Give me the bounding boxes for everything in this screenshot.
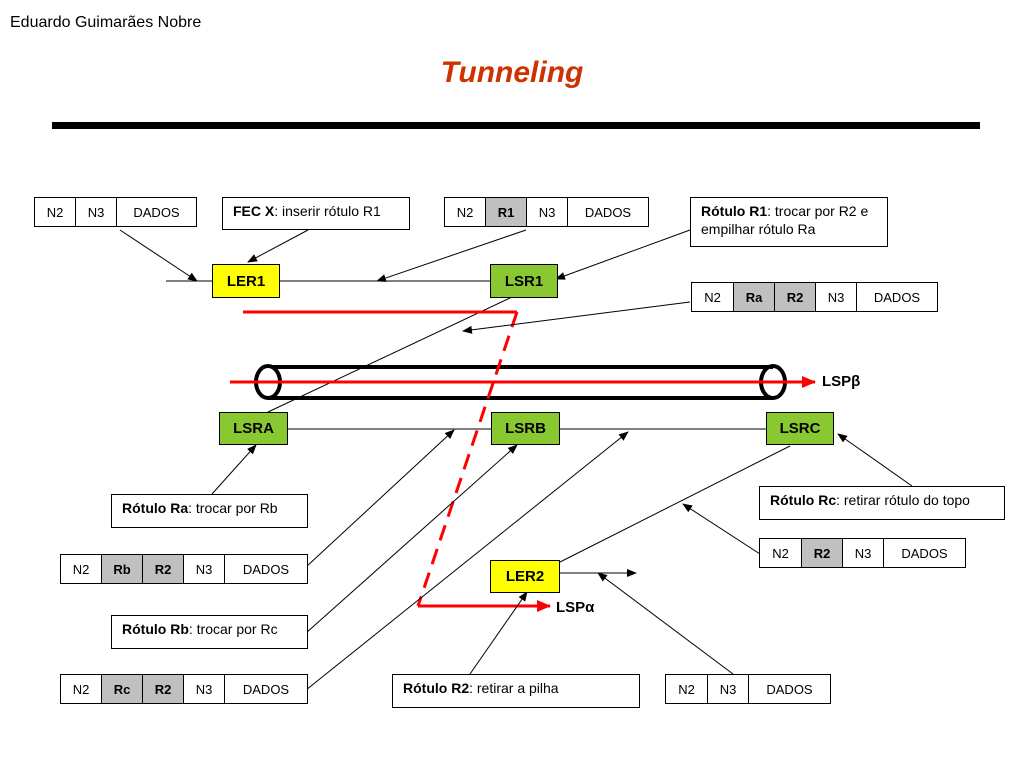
note-rotulo-ra-text: : trocar por Rb <box>188 500 278 516</box>
cell-n2: N2 <box>678 681 695 697</box>
note-rotulo-r1: Rótulo R1: trocar por R2 e empilhar rótu… <box>690 197 888 247</box>
cell-n2: N2 <box>46 204 64 220</box>
lsp-alpha-dash <box>416 311 519 607</box>
arrow-ra-to-lsra <box>211 444 257 495</box>
note-rotulo-rc-text: : retirar rótulo do topo <box>836 492 970 508</box>
note-rotulo-ra-title: Rótulo Ra <box>122 500 189 516</box>
arrow-p7-to-link <box>597 572 734 675</box>
note-rotulo-r1-title: Rótulo R1 <box>701 203 768 219</box>
router-ler2: LER2 <box>490 560 560 593</box>
packet-ingress: N2 N3 DADOS <box>34 197 197 227</box>
note-rotulo-rc-title: Rótulo Rc <box>770 492 837 508</box>
note-rotulo-r2: Rótulo R2: retirar a pilha <box>392 674 640 708</box>
arrow-fecx-to-ler1 <box>247 229 309 263</box>
arrow-rb-to-lsrb <box>305 444 518 634</box>
cell-n3: N3 <box>842 539 883 567</box>
note-rotulo-r1-text: : trocar por R2 e empilhar rótulo Ra <box>701 203 869 237</box>
link-lsrc-ler2 <box>559 445 791 563</box>
arrow-p6-to-link <box>682 503 761 555</box>
lsp-alpha-label: LSPα <box>556 599 595 616</box>
cell-label-r1: R1 <box>485 198 526 226</box>
arrow-p1-to-ler1 <box>119 229 198 282</box>
cell-label-rc: Rc <box>101 675 142 703</box>
cell-dados: DADOS <box>224 555 307 583</box>
cell-n2: N2 <box>72 561 90 577</box>
cell-dados: DADOS <box>224 675 307 703</box>
cell-n3: N3 <box>75 198 116 226</box>
note-rotulo-rb-text: : trocar por Rc <box>188 621 278 637</box>
link-lsr1-lsra <box>267 297 511 413</box>
cell-dados: DADOS <box>748 675 830 703</box>
arrow-p4-to-link <box>305 429 455 568</box>
arrow-r1-to-lsr1 <box>555 229 691 280</box>
router-lsra: LSRA <box>219 412 288 445</box>
cell-dados: DADOS <box>567 198 648 226</box>
arrow-p3-to-link <box>462 301 691 334</box>
cell-label-r2: R2 <box>774 283 815 311</box>
note-rotulo-rc: Rótulo Rc: retirar rótulo do topo <box>759 486 1005 520</box>
cell-dados: DADOS <box>116 198 196 226</box>
cell-n2: N2 <box>704 289 721 305</box>
cell-n3: N3 <box>707 675 748 703</box>
cell-label-r2: R2 <box>142 675 183 703</box>
note-fec-x-title: FEC X <box>233 203 275 219</box>
router-lsrb: LSRB <box>491 412 560 445</box>
slide-title: Tunneling <box>440 56 584 89</box>
cell-n3: N3 <box>815 283 856 311</box>
router-lsrc: LSRC <box>766 412 834 445</box>
router-lsr1: LSR1 <box>490 264 558 298</box>
cell-label-r2: R2 <box>801 539 842 567</box>
arrow-r2-to-ler2 <box>469 591 528 675</box>
router-ler1: LER1 <box>212 264 280 298</box>
packet-egress: N2 N3 DADOS <box>665 674 831 704</box>
note-rotulo-ra: Rótulo Ra: trocar por Rb <box>111 494 308 528</box>
cell-n3: N3 <box>183 675 224 703</box>
note-fec-x: FEC X: inserir rótulo R1 <box>222 197 410 230</box>
cell-label-ra: Ra <box>733 283 774 311</box>
cell-n3: N3 <box>183 555 224 583</box>
note-rotulo-r2-text: : retirar a pilha <box>469 680 559 696</box>
packet-rc-r2: N2 Rc R2 N3 DADOS <box>60 674 308 704</box>
cell-n2: N2 <box>72 681 90 697</box>
cell-dados: DADOS <box>856 283 937 311</box>
cell-label-r2: R2 <box>142 555 183 583</box>
arrow-rc-to-lsrc <box>837 433 913 487</box>
note-rotulo-rb: Rótulo Rb: trocar por Rc <box>111 615 308 649</box>
cell-n2: N2 <box>456 204 474 220</box>
cell-label-rb: Rb <box>101 555 142 583</box>
note-rotulo-r2-title: Rótulo R2 <box>403 680 470 696</box>
title-divider <box>52 122 980 129</box>
packet-r2: N2 R2 N3 DADOS <box>759 538 966 568</box>
author-name: Eduardo Guimarães Nobre <box>10 14 202 31</box>
note-fec-x-text: : inserir rótulo R1 <box>274 203 381 219</box>
lsp-beta-label: LSPβ <box>822 373 861 390</box>
packet-r1: N2 R1 N3 DADOS <box>444 197 649 227</box>
cell-n3: N3 <box>526 198 567 226</box>
cell-n2: N2 <box>772 545 789 561</box>
arrow-p2-to-link <box>376 229 527 282</box>
packet-ra-r2: N2 Ra R2 N3 DADOS <box>691 282 938 312</box>
packet-rb-r2: N2 Rb R2 N3 DADOS <box>60 554 308 584</box>
cell-dados: DADOS <box>883 539 965 567</box>
arrow-p5-to-link <box>305 431 629 691</box>
note-rotulo-rb-title: Rótulo Rb <box>122 621 189 637</box>
